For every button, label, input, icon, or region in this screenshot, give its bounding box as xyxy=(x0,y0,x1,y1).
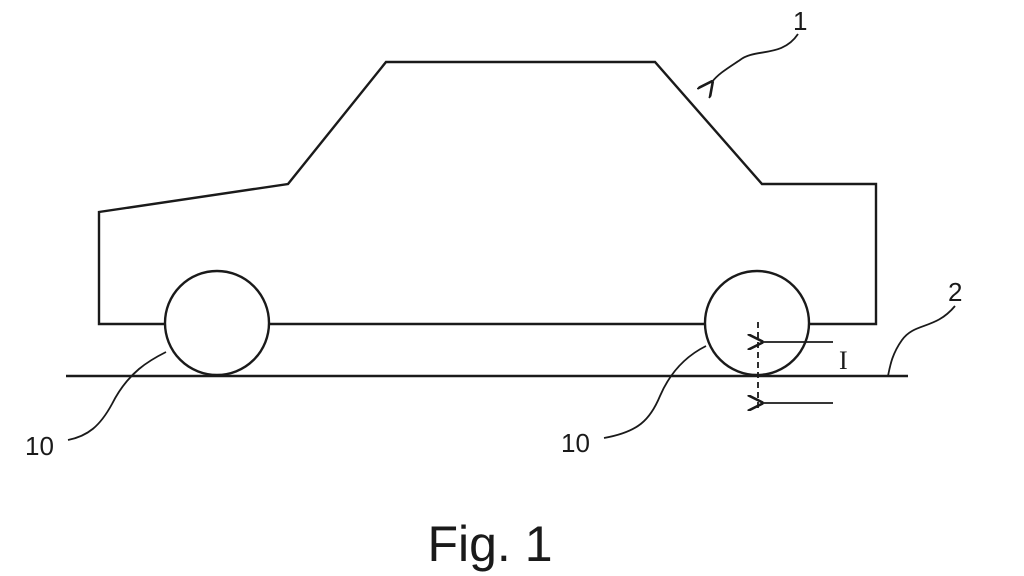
vehicle-reference-label: 1 xyxy=(793,6,807,36)
front-wheel-leader-line xyxy=(604,346,706,438)
offset-reference-label: I xyxy=(839,346,848,375)
front-wheel-reference-label: 10 xyxy=(561,428,590,458)
road-reference-label: 2 xyxy=(948,277,962,307)
rear-wheel-reference-label: 10 xyxy=(25,431,54,461)
road-leader-line xyxy=(888,306,955,376)
front-wheel xyxy=(705,271,809,375)
figure-caption: Fig. 1 xyxy=(427,516,552,572)
rear-wheel-leader-line xyxy=(68,352,166,440)
vehicle-leader-line xyxy=(712,34,798,82)
rear-wheel xyxy=(165,271,269,375)
